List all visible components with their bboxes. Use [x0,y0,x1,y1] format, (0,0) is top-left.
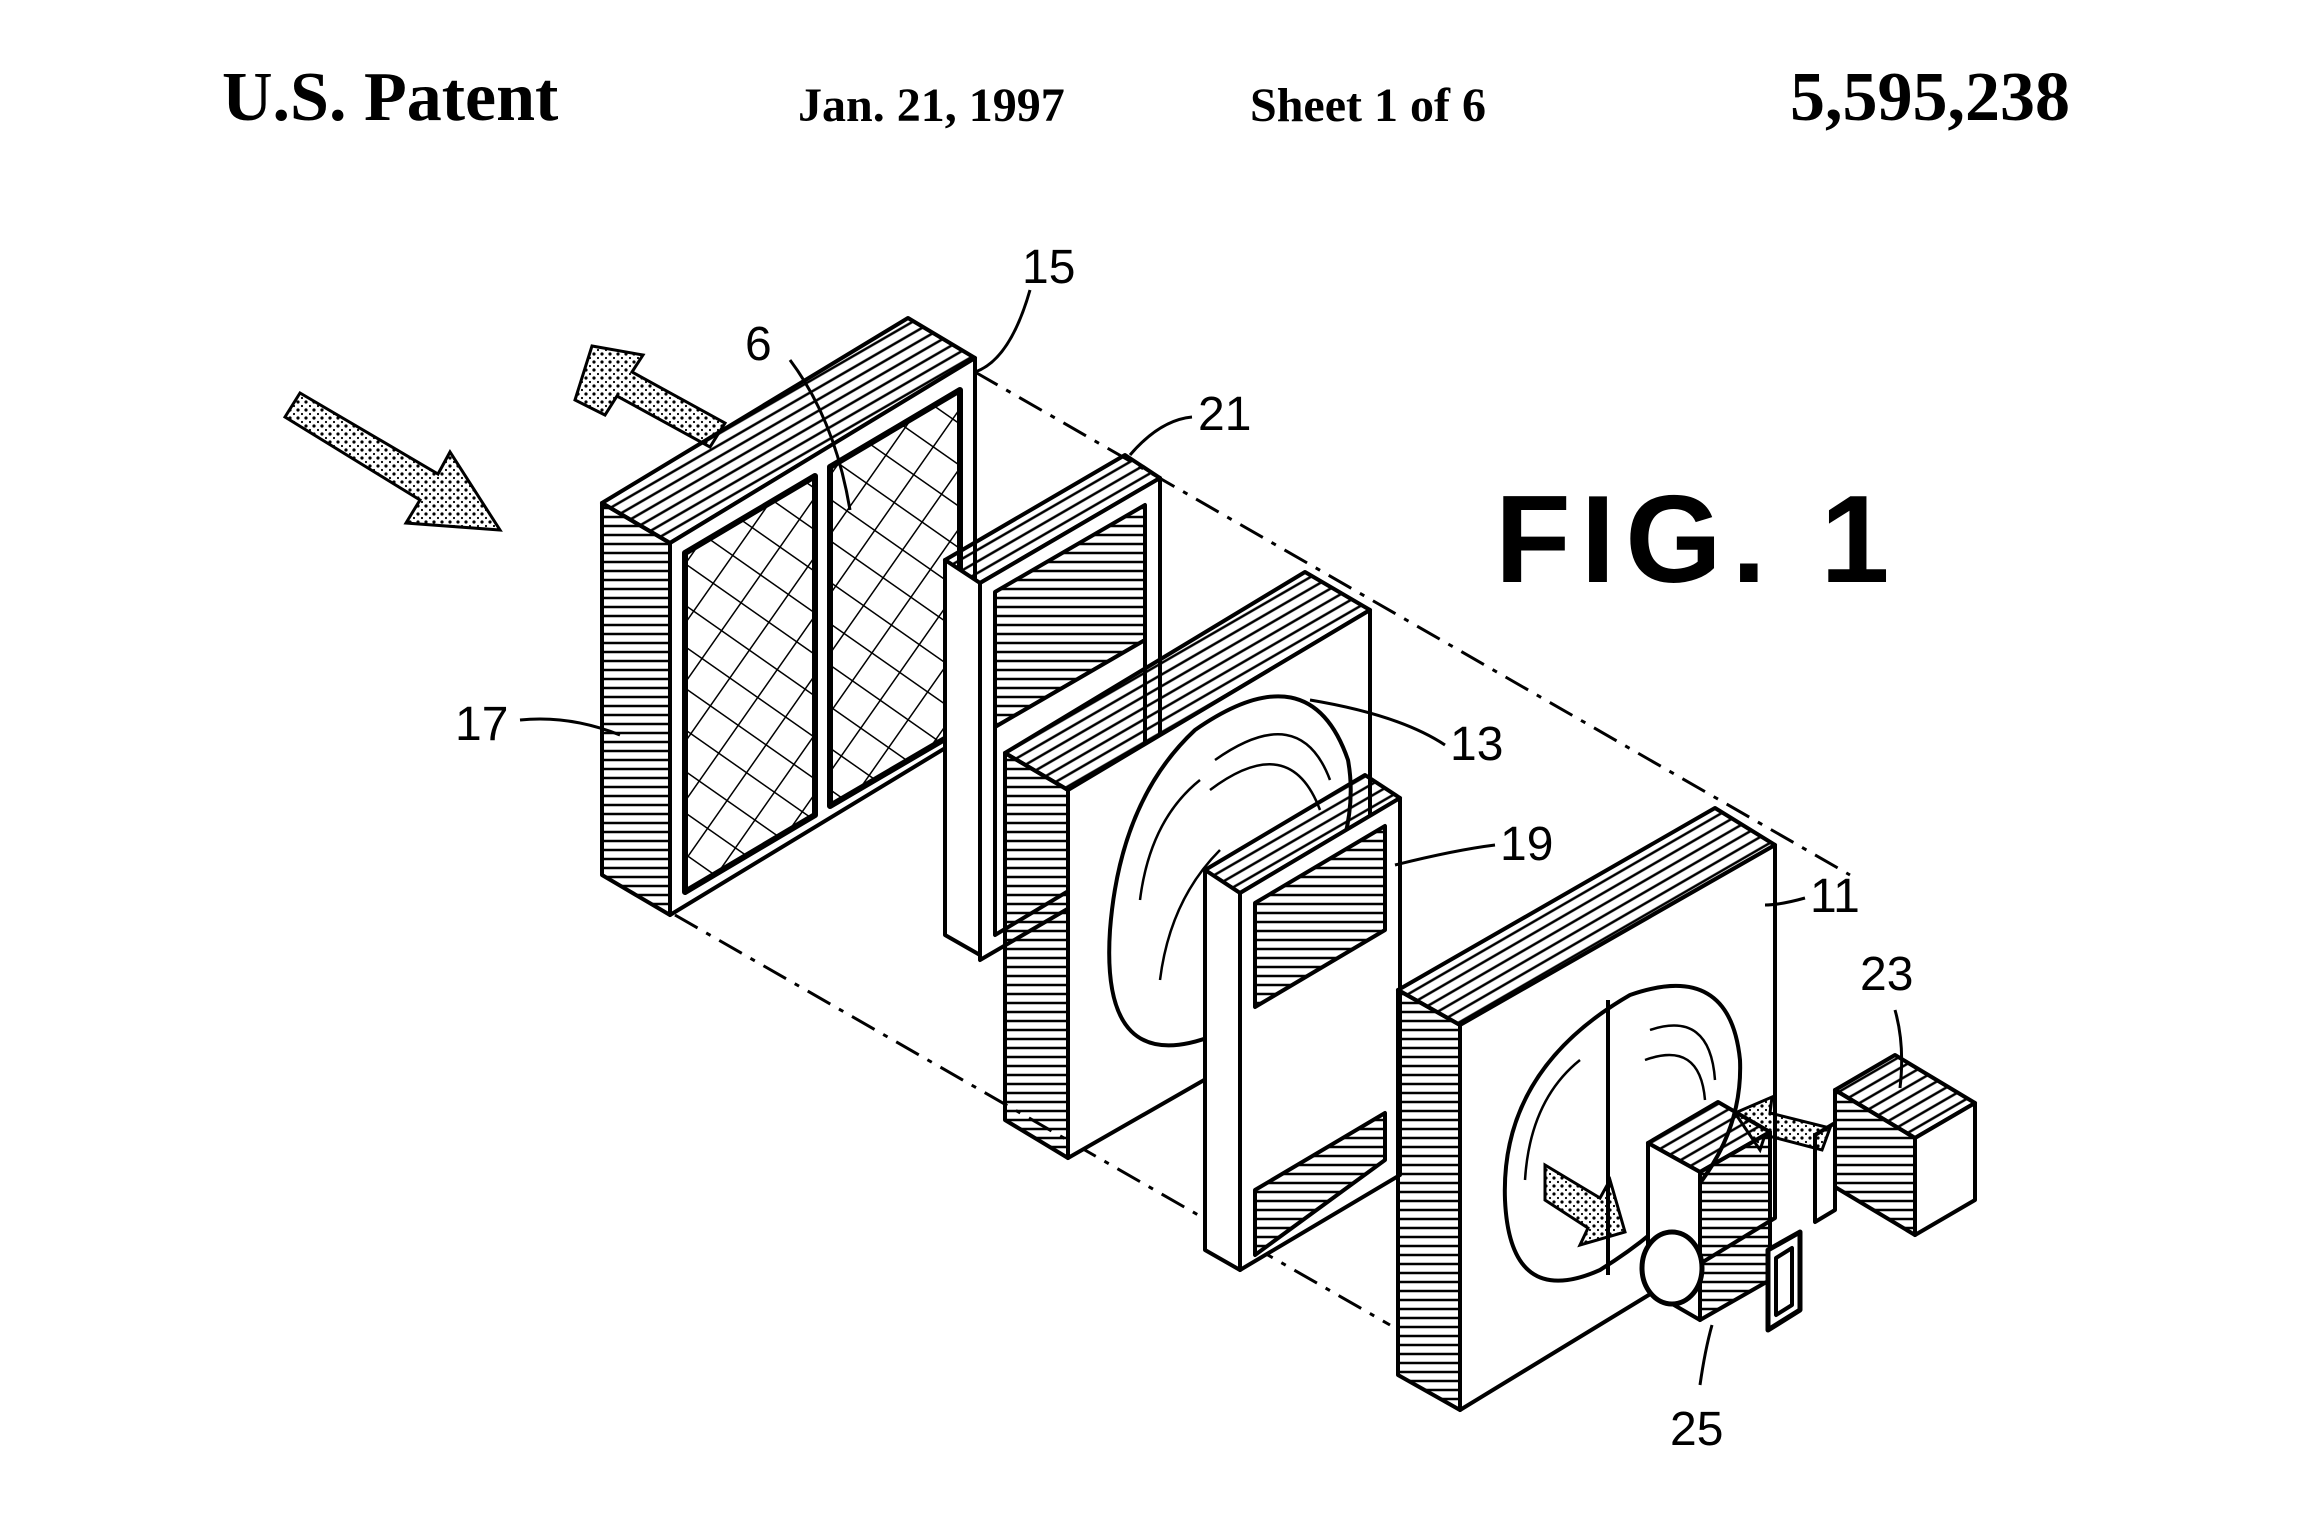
figure-title: FIG. 1 [1495,471,1900,609]
patent-number: 5,595,238 [1790,59,2070,136]
ref-label-11: 11 [1810,870,1860,923]
ref-label-6: 6 [745,318,772,371]
ref-label-17: 17 [455,698,508,751]
panel-19 [1203,773,1402,1272]
ref-label-15: 15 [1022,241,1075,294]
ref-label-23: 23 [1860,948,1913,1001]
outlet-arrow-icon [573,344,728,449]
sheet-number: Sheet 1 of 6 [1250,79,1486,132]
inlet-arrow-icon [282,390,503,532]
ref-label-19: 19 [1500,818,1553,871]
leader-lines [519,289,1904,1386]
filter-frame-17 [600,316,977,917]
block-23-arrow-icon [1732,1094,1832,1154]
ref-label-13: 13 [1450,718,1503,771]
fan-airflow-arrow-icon [1543,1162,1627,1248]
block-23 [1813,1053,1977,1237]
patent-office-label: U.S. Patent [222,59,559,136]
ref-label-21: 21 [1198,388,1251,441]
ref-label-25: 25 [1670,1403,1723,1456]
patent-date: Jan. 21, 1997 [798,79,1065,132]
